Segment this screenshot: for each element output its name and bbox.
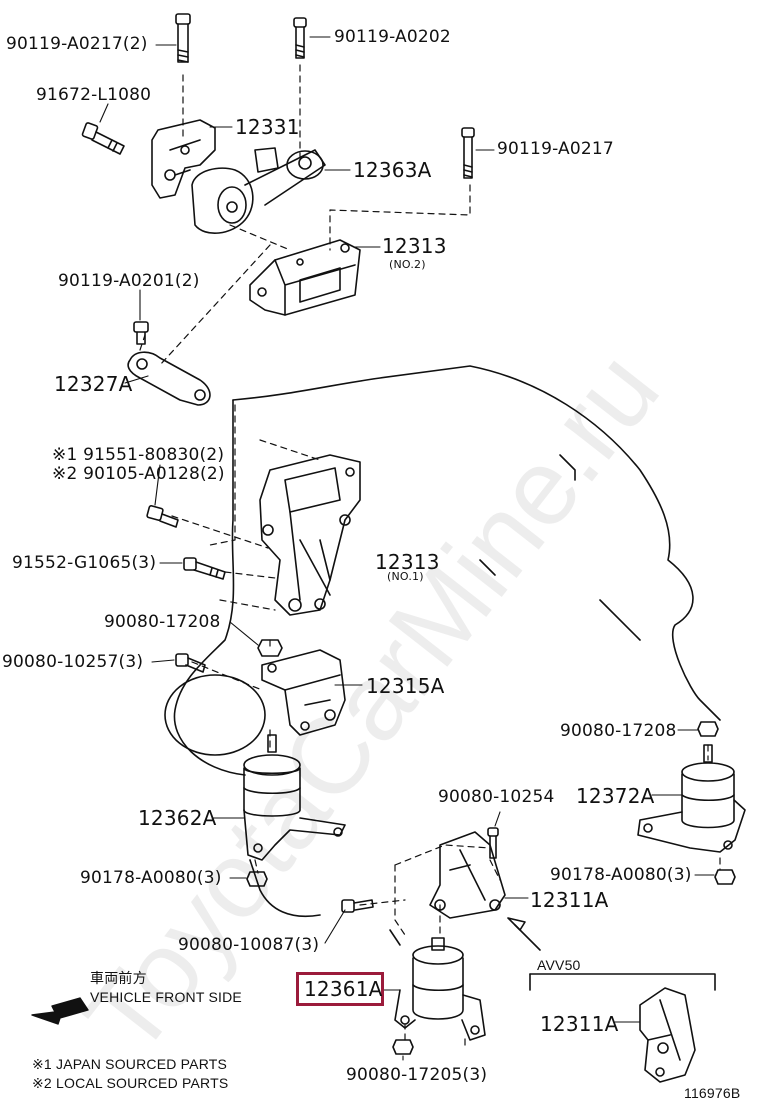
- label-12313-no2: 12313: [382, 234, 447, 258]
- bracket-12313-no1: [259, 454, 361, 616]
- label-avv50: AVV50: [537, 957, 581, 973]
- rod-12327A: [127, 351, 211, 406]
- vehicle-front-arrow-icon: [31, 997, 89, 1025]
- bolt-90080-10087: [341, 899, 374, 913]
- bolt-90119-A0217-right: [461, 127, 475, 179]
- label-90178-A0080-3-left: 90178-A0080(3): [80, 868, 222, 888]
- label-12363A: 12363A: [353, 158, 432, 182]
- label-12372A: 12372A: [576, 784, 655, 808]
- bolt-90119-A0217-top-left: [175, 13, 191, 63]
- label-90119-A0202: 90119-A0202: [334, 27, 451, 47]
- label-91552-G1065-3: 91552-G1065(3): [12, 553, 157, 573]
- nut-90178-A0080-right: [714, 869, 736, 885]
- label-90178-A0080-3-right: 90178-A0080(3): [550, 865, 692, 885]
- mount-12362A: [243, 734, 346, 861]
- label-90119-A0217: 90119-A0217: [497, 139, 614, 159]
- label-90080-10254: 90080-10254: [438, 787, 555, 807]
- label-12313-no1: 12313: [375, 550, 440, 574]
- avv50-separator: [529, 973, 716, 991]
- bolt-91672-L1080: [81, 122, 125, 155]
- bolt-90080-10257: [175, 653, 206, 673]
- label-90080-10087-3: 90080-10087(3): [178, 935, 320, 955]
- label-front-en: VEHICLE FRONT SIDE: [90, 989, 242, 1005]
- label-90119-A0201-2: 90119-A0201(2): [58, 271, 200, 291]
- nut-90178-A0080-left: [246, 871, 268, 887]
- bracket-12331: [151, 119, 216, 199]
- nut-90080-17205: [392, 1039, 414, 1055]
- label-front-jp: 車両前方: [90, 970, 147, 986]
- mount-12372A: [637, 744, 746, 853]
- label-12315A: 12315A: [366, 674, 445, 698]
- mount-12361A: [394, 937, 486, 1041]
- direction-arrow-12311A: [507, 917, 541, 951]
- bracket-12311A: [429, 831, 506, 919]
- label-no2: (NO.2): [389, 258, 426, 271]
- bracket-12315A: [261, 649, 346, 736]
- bolt-91552-G1065: [183, 557, 226, 580]
- label-90105-A0128-2: ※2 90105-A0128(2): [52, 464, 225, 484]
- bolt-91551-80830: [146, 505, 179, 528]
- label-12362A: 12362A: [138, 806, 217, 830]
- label-12311A: 12311A: [530, 888, 609, 912]
- label-91551-80830-2: ※1 91551-80830(2): [52, 445, 225, 465]
- engine-outline: [164, 365, 721, 946]
- bracket-12313-no2: [249, 239, 361, 316]
- label-12331: 12331: [235, 115, 300, 139]
- highlight-box-12361A: [296, 972, 384, 1006]
- mount-12363A: [191, 147, 326, 234]
- nut-90080-17208-left: [257, 639, 283, 657]
- label-90080-10257-3: 90080-10257(3): [2, 652, 144, 672]
- note-japan-sourced: ※1 JAPAN SOURCED PARTS: [32, 1056, 228, 1072]
- label-no1: (NO.1): [387, 570, 424, 583]
- label-91672-L1080: 91672-L1080: [36, 85, 152, 105]
- label-90080-17208-left: 90080-17208: [104, 612, 221, 632]
- label-90119-A0217-2: 90119-A0217(2): [6, 34, 148, 54]
- bracket-12311A-avv50: [639, 987, 696, 1083]
- label-90080-17205-3: 90080-17205(3): [346, 1065, 488, 1085]
- note-local-sourced: ※2 LOCAL SOURCED PARTS: [32, 1075, 229, 1091]
- label-12327A: 12327A: [54, 372, 133, 396]
- label-leader-lines: [99, 36, 715, 1061]
- bolt-90119-A0202: [293, 17, 307, 59]
- nut-90080-17208-right: [697, 721, 719, 737]
- bolt-90119-A0201: [133, 321, 149, 345]
- figure-number: 116976B: [684, 1085, 741, 1101]
- label-12311A-avv50: 12311A: [540, 1012, 619, 1036]
- label-12361A[interactable]: 12361A: [304, 977, 383, 1001]
- label-90080-17208-right: 90080-17208: [560, 721, 677, 741]
